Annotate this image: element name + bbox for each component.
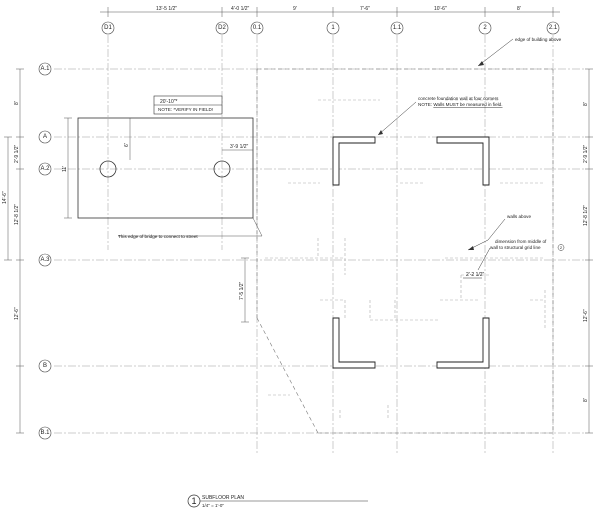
foundation-note-underlined: Walls MUST be measured in field. <box>433 102 502 107</box>
bridge-circle-spacing: 3'-9 1/2" <box>230 144 249 150</box>
bridge-verify-note: NOTE: *VERIFY IN FIELD! <box>158 107 213 112</box>
bridge-outline <box>77 117 254 219</box>
foundation-note-prefix: NOTE: <box>418 102 433 107</box>
right-dim-1: 8' <box>583 102 589 106</box>
column-label-1-1: 1.1 <box>393 25 402 31</box>
row-bubble-a3 <box>38 253 52 267</box>
dimension-note-bubble-label: 2 <box>560 245 563 250</box>
bridge-height-dim: 6' <box>124 143 130 147</box>
right-dimension-string <box>585 68 593 434</box>
bridge-width-dim: 20'-10"* <box>160 99 178 105</box>
building-edge-note: edge of building above <box>515 37 562 42</box>
row-label-a2: A.2 <box>40 166 50 172</box>
column-bubble-2 <box>478 21 492 35</box>
column-label-0-1: 0.1 <box>253 25 262 31</box>
bridge-footing-right <box>213 160 231 178</box>
leader-arrows <box>378 61 484 250</box>
foundation-corner-sw <box>332 317 376 369</box>
row-bubble-a1 <box>38 62 52 76</box>
column-bubble-d1 <box>101 21 115 35</box>
top-dim-3: 9' <box>293 6 297 12</box>
row-bubble-a <box>38 130 52 144</box>
column-bubble-0-1 <box>250 21 264 35</box>
dimension-note-line1: dimension from middle of <box>495 239 547 244</box>
top-dim-4: 7'-6" <box>360 6 370 12</box>
bridge-edge-note: This edge of bridge to connect to street <box>118 234 198 239</box>
walls-above <box>265 99 546 420</box>
building-outline <box>256 68 554 434</box>
left-dim-a3-b: 12'-6" <box>14 307 20 320</box>
right-dim-4: 12'-6" <box>583 309 589 322</box>
bridge-side-dim: 11' <box>62 166 68 172</box>
foundation-corner-nw <box>332 136 376 186</box>
dimension-note-line2: wall to structural grid line <box>490 245 541 250</box>
foundation-note-line1: concrete foundation wall at four corners <box>418 96 499 101</box>
right-dim-3: 12'-8 1/2" <box>583 205 589 226</box>
left-dim-a-a2: 2'-9 1/2" <box>14 144 20 163</box>
row-bubble-b1 <box>38 426 52 440</box>
row-bubble-a2 <box>38 162 52 176</box>
span-dimension <box>241 257 249 323</box>
column-label-d2: D2 <box>218 25 226 31</box>
column-label-2: 2 <box>483 25 487 31</box>
row-label-a: A <box>43 134 47 140</box>
title-number: 1 <box>191 496 196 506</box>
left-dim-edge: 8' <box>14 101 20 105</box>
left-dim-a2-a3: 12'-8 1/2" <box>14 204 20 225</box>
leaders <box>377 38 514 279</box>
column-label-2-1: 2.1 <box>549 25 558 31</box>
span-dimension-label: 7'-5 1/2" <box>239 281 245 300</box>
bridge-footing-left <box>99 160 117 178</box>
top-dim-2: 4'-0 1/2" <box>231 6 250 12</box>
left-dim-overall: 14'-6" <box>2 191 8 204</box>
column-bubbles <box>101 21 560 35</box>
row-bubbles <box>38 62 52 440</box>
foundation-walls <box>332 136 490 369</box>
row-label-a3: A.3 <box>40 257 50 263</box>
title-label: SUBFLOOR PLAN <box>202 495 244 501</box>
foundation-note-line2: NOTE: Walls MUST be measured in field. <box>418 102 503 107</box>
row-label-b: B <box>43 363 47 369</box>
foundation-corner-ne <box>436 136 490 186</box>
bridge <box>64 95 263 237</box>
small-dimension: 2'-2 1/2" <box>466 272 485 278</box>
column-bubble-1-1 <box>390 21 404 35</box>
top-dim-6: 8' <box>517 6 521 12</box>
row-label-a1: A.1 <box>40 66 50 72</box>
left-dimension-string <box>4 68 24 434</box>
top-dim-1: 13'-5 1/2" <box>156 6 177 12</box>
foundation-corner-se <box>436 317 490 369</box>
column-bubble-2-1 <box>546 21 560 35</box>
column-label-d1: D1 <box>104 25 112 31</box>
column-bubble-d2 <box>215 21 229 35</box>
top-dimension-string <box>100 7 560 17</box>
walls-above-note: walls above <box>507 214 531 219</box>
column-label-1: 1 <box>331 25 335 31</box>
title-scale: 1/4" = 1'-0" <box>202 503 224 508</box>
row-bubble-b <box>38 359 52 373</box>
row-label-b1: B.1 <box>40 430 50 436</box>
right-dim-2: 2'-9 1/2" <box>583 144 589 163</box>
top-dim-5: 10'-6" <box>434 6 447 12</box>
title-block <box>187 494 368 508</box>
dimension-note-bubble <box>557 244 565 251</box>
right-dim-5: 8' <box>583 398 589 402</box>
column-bubble-1 <box>326 21 340 35</box>
